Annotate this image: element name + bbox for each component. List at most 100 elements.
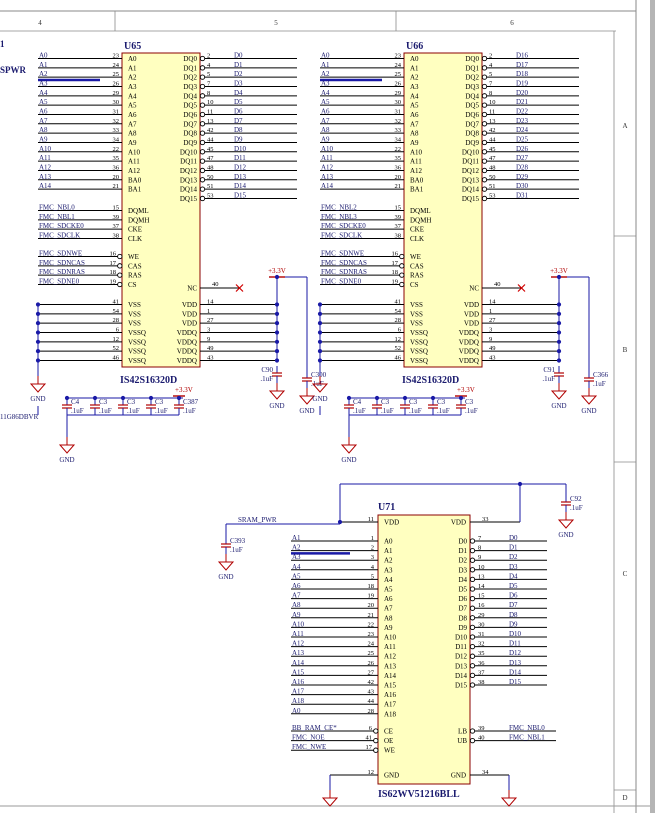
pin-number: 48: [207, 164, 214, 171]
cap-value: .1uF: [127, 407, 140, 415]
active-low-bubble: [117, 263, 123, 269]
pin-number: 9: [489, 336, 492, 343]
active-low-bubble: [373, 728, 379, 734]
column-number: 5: [274, 19, 278, 27]
pin-number: 35: [478, 650, 485, 657]
net-label: D18: [516, 70, 529, 78]
pin-number: 15: [113, 205, 120, 212]
io-bubble: [469, 595, 476, 602]
pin-name: A11: [410, 158, 422, 166]
ground-triangle: [340, 444, 358, 454]
net-label: A15: [292, 668, 305, 676]
cap-value: .1uF: [183, 407, 196, 415]
net-label: D7: [234, 117, 243, 125]
pin-number: 19: [392, 278, 399, 285]
pin-name: CE: [384, 728, 393, 736]
net-label: D28: [516, 163, 529, 171]
pin-name: DQ1: [465, 64, 479, 72]
net-label: FMC_SDNCAS: [321, 259, 367, 267]
net-label: D8: [509, 611, 518, 619]
bypass-capacitor: C90.1uF: [260, 366, 282, 383]
pin-name: D9: [458, 624, 467, 632]
pin-number: 54: [395, 308, 402, 315]
pin-name: A6: [384, 595, 393, 603]
io-bubble: [481, 102, 488, 108]
ground-triangle: [500, 797, 518, 807]
pin-number: 49: [207, 345, 214, 352]
net-label: A8: [321, 126, 330, 134]
pin-name: DQ0: [465, 55, 479, 63]
net-label: A3: [39, 79, 48, 87]
pin-number: 33: [482, 516, 489, 523]
net-label: A8: [292, 601, 301, 609]
pin-number: 44: [368, 698, 375, 705]
net-label: A5: [39, 98, 48, 106]
pin-name: VSS: [410, 310, 423, 318]
pin-number: 30: [478, 621, 485, 628]
net-label: D6: [509, 592, 518, 600]
net-label: FMC_NBL1: [39, 213, 75, 221]
net-label: A12: [321, 163, 334, 171]
pin-number: 1: [371, 535, 374, 542]
pin-name: DQMH: [128, 216, 149, 224]
cap-ref: C92: [570, 495, 582, 503]
io-bubble: [481, 158, 488, 164]
pin-number: 33: [395, 127, 402, 134]
net-label: D1: [234, 61, 243, 69]
io-bubble: [199, 83, 206, 90]
pin-name: WE: [384, 747, 395, 755]
pin-number: 7: [207, 80, 211, 87]
pin-number: 17: [110, 260, 117, 267]
pin-name: VSSQ: [128, 329, 146, 337]
net-label: FMC_SDNRAS: [321, 268, 367, 276]
pin-name: VDDQ: [459, 348, 479, 356]
net-label: A1: [292, 534, 301, 542]
ground-triangle: [550, 390, 568, 400]
net-label: A10: [39, 145, 52, 153]
net-label: FMC_SDNCAS: [39, 259, 85, 267]
net-label: FMC_SDNWE: [321, 250, 364, 258]
pin-name: A12: [128, 167, 141, 175]
pin-name: VDD: [182, 310, 197, 318]
io-bubble: [199, 139, 206, 146]
io-bubble: [481, 177, 488, 183]
pin-number: 42: [368, 679, 375, 686]
pin-name: D1: [458, 547, 467, 555]
net-label: D17: [516, 61, 529, 69]
cap-value: .1uF: [437, 407, 450, 415]
cap-value: .1uF: [465, 407, 478, 415]
pin-name: D13: [455, 662, 468, 670]
no-connect-marker: [235, 284, 244, 292]
pin-number: 42: [207, 127, 214, 134]
net-label: A5: [292, 572, 301, 580]
net-label: FMC_SDCLK: [39, 231, 80, 239]
pin-name: OE: [384, 737, 393, 745]
pin-number: 16: [110, 251, 117, 258]
net-label: FMC_SDNWE: [39, 250, 82, 258]
io-bubble: [469, 672, 476, 679]
pin-name: A10: [384, 634, 397, 642]
pin-name: A2: [410, 74, 419, 82]
pin-name: VDDQ: [459, 329, 479, 337]
pin-name: VSS: [128, 310, 141, 318]
active-low-bubble: [373, 737, 379, 744]
pin-name: DQ6: [183, 111, 197, 119]
pin-number: 41: [113, 299, 120, 306]
io-bubble: [199, 55, 206, 62]
pin-number: 21: [395, 183, 402, 190]
active-low-bubble: [117, 281, 123, 288]
pin-name: DQ7: [183, 120, 197, 128]
pin-number: 37: [395, 223, 402, 230]
net-label: FMC_NBL0: [509, 724, 545, 732]
pin-name: A15: [384, 682, 397, 690]
net-label: FMC_NBL1: [509, 734, 545, 742]
pin-number: 31: [113, 108, 120, 115]
pin-number: 11: [207, 108, 213, 115]
bypass-capacitor: C3.1uF: [90, 398, 112, 415]
pin-number: 32: [478, 641, 485, 648]
ground-triangle: [58, 444, 76, 454]
pin-name: A8: [410, 130, 419, 138]
pin-number: 27: [207, 317, 214, 324]
pin-number: 6: [369, 725, 373, 732]
